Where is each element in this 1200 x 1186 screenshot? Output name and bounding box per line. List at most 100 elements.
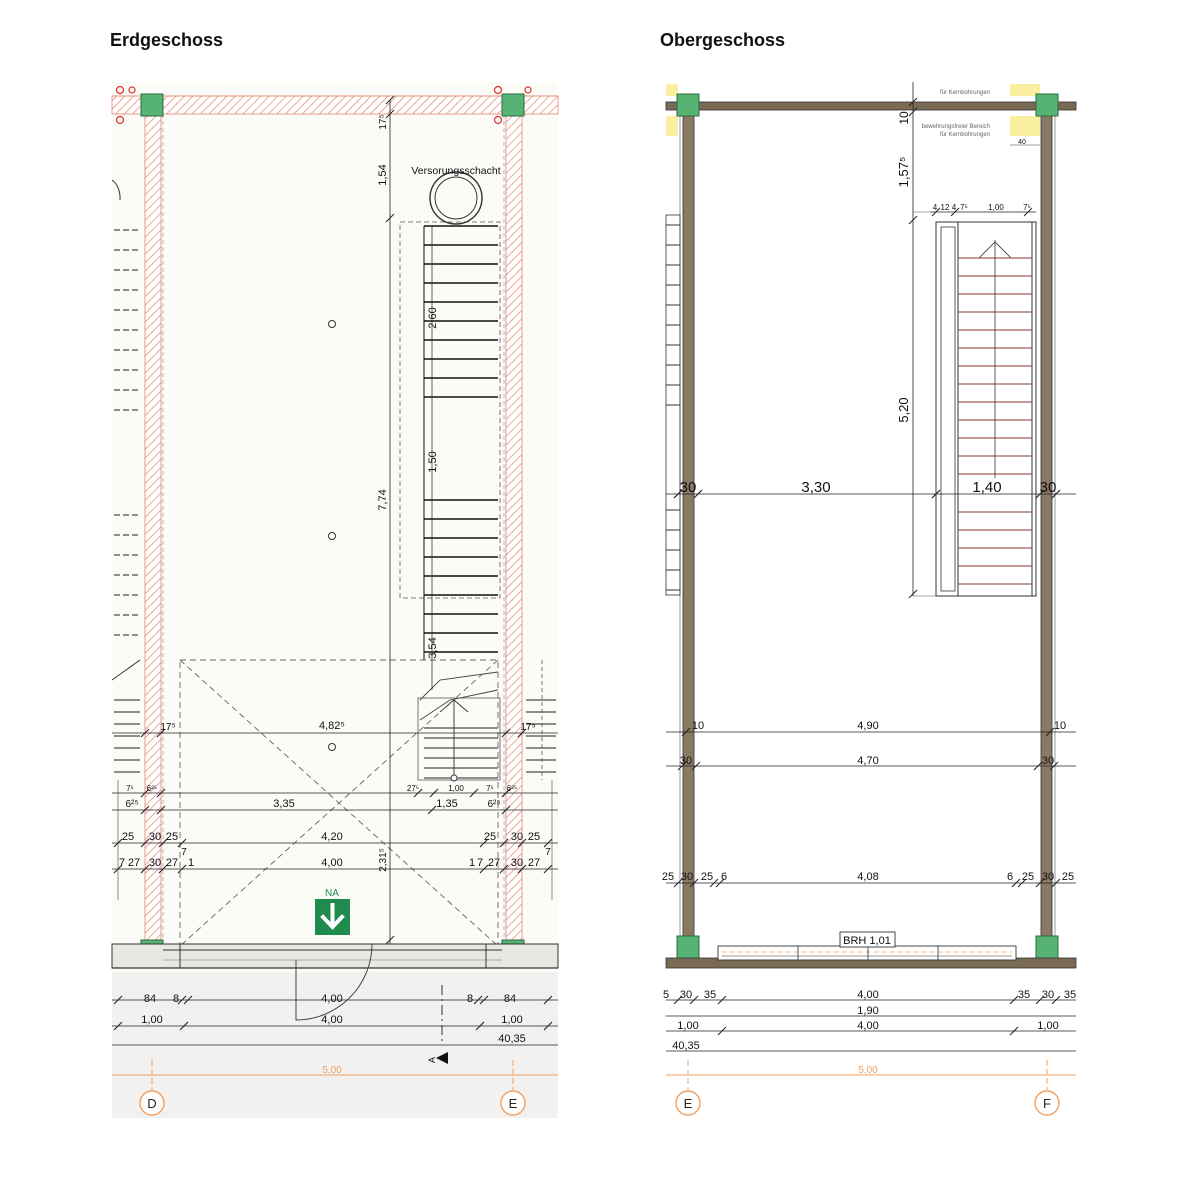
dim-label: 4,00 (321, 1014, 342, 1026)
dim-label: 1,00 (448, 784, 464, 793)
left-wall (682, 109, 695, 961)
column (676, 93, 700, 117)
window (717, 945, 1017, 961)
dim-label: 7,74 (377, 489, 389, 510)
axis-dim-label: 5,00 (858, 1065, 878, 1076)
upper-floor-plan: für Kernbohrungen bewehrungsfreier Berei… (662, 82, 1077, 1116)
ground-floor-title: Erdgeschoss (110, 30, 224, 50)
dim-label: 30 (681, 871, 693, 883)
dim-label: 30 (149, 831, 161, 843)
dim-label: 5 (663, 989, 669, 1001)
dim-label: 4,08 (857, 871, 878, 883)
dim-label: 4,20 (321, 831, 342, 843)
dim-label: 1,00 (141, 1014, 162, 1026)
dim-label: 25 (1062, 871, 1074, 883)
dim-label: 17⁵ (160, 722, 175, 733)
window-label: BRH 1,01 (843, 935, 891, 947)
section-marker-icon (436, 1052, 448, 1064)
dim-label: 84 (504, 993, 516, 1005)
stair-opening (935, 221, 1037, 597)
dim-label: 4,00 (857, 989, 878, 1001)
dim-label: 4,00 (857, 1020, 878, 1032)
dim-label: 4,00 (321, 993, 342, 1005)
dim-label: 30 (1042, 871, 1054, 883)
dim-label: 35 (704, 989, 716, 1001)
dim-label: 3,54 (427, 637, 439, 658)
dim-label: 25 (484, 831, 496, 843)
dim-label: 1 (188, 857, 194, 869)
dim-label: 6 (1007, 871, 1013, 883)
dim-label: 7 (181, 847, 187, 858)
window-label-box (839, 931, 896, 948)
dim-label: 30 (511, 831, 523, 843)
dim-label: 1,40 (972, 479, 1001, 496)
axis-marker (1034, 1090, 1060, 1116)
ground-floor-plan: Versorungsschacht 17⁵ 1,54 7,74 2,60 1,5… (111, 82, 559, 1118)
dim-label: 7 (119, 857, 125, 869)
dim-label: 1,00 (1037, 1020, 1058, 1032)
dim-label: 30 (1042, 989, 1054, 1001)
dim-label: 6²⁵ (507, 784, 517, 793)
dim-label: 25 (662, 871, 674, 883)
axis-marker (675, 1090, 701, 1116)
dim-label: 30 (149, 857, 161, 869)
column (1035, 93, 1059, 117)
dim-label: 1 (469, 857, 475, 869)
dim-label: 25 (1022, 871, 1034, 883)
dim-label: 40,35 (498, 1033, 526, 1045)
dim-label: 4,70 (857, 755, 878, 767)
dim-label: 1,57⁵ (896, 157, 911, 188)
dim-label: 6 (721, 871, 727, 883)
axis-marker (500, 1090, 526, 1116)
dim-label: 27⁵ (407, 784, 419, 793)
dim-label: 7⁵ (1023, 203, 1031, 212)
dim-label: 30 (511, 857, 523, 869)
dim-label: 17⁵ (378, 114, 389, 129)
dim-label: 30 (680, 989, 692, 1001)
dim-label: 25 (528, 831, 540, 843)
internal-stair (424, 225, 498, 653)
axis-marker (139, 1090, 165, 1116)
dim-label: 10 (692, 720, 704, 732)
dim-label: 30 (680, 479, 697, 496)
dim-label: 1,00 (677, 1020, 698, 1032)
axis-label: E (684, 1096, 693, 1111)
dim-label: 3,35 (273, 798, 294, 810)
shaft-label: Versorungsschacht (411, 165, 500, 177)
dim-label: 27 (166, 857, 178, 869)
dim-label: 1,00 (988, 203, 1004, 212)
dim-label: 30 (680, 755, 692, 767)
dim-label: 30 (1042, 755, 1054, 767)
stair-direction-icon (978, 241, 1012, 259)
dim-label: 8 (173, 993, 179, 1005)
right-wall (1040, 109, 1053, 961)
dim-label: 7 (545, 847, 551, 858)
dim-label: 84 (144, 993, 156, 1005)
dim-label: 7⁵ (486, 784, 494, 793)
dim-label: 7⁵ (960, 203, 968, 212)
dim-label: 40 (1018, 139, 1026, 146)
left-wall (144, 113, 162, 945)
dim-label: 35 (1064, 989, 1076, 1001)
note-label: für Kernbohrungen (940, 90, 990, 96)
dim-label: 12 (941, 203, 950, 212)
column (501, 93, 525, 117)
dim-label: 30 (1040, 479, 1057, 496)
dim-label: 3,30 (801, 479, 830, 496)
supply-shaft (429, 171, 483, 225)
dim-label: 27 (528, 857, 540, 869)
facade (111, 943, 559, 969)
dim-label: 6²⁵ (147, 784, 157, 793)
dim-label: 7 (477, 857, 483, 869)
dim-label: 25 (166, 831, 178, 843)
section-marker-label: A (427, 1057, 437, 1063)
dim-label: 4,82⁵ (319, 720, 345, 732)
dim-label: 2,60 (427, 307, 439, 328)
dim-label: 17⁵ (520, 722, 535, 733)
dim-label: 35 (1018, 989, 1030, 1001)
dim-label: 6²⁵ (487, 799, 500, 810)
dim-label: 1,35 (436, 798, 457, 810)
upper-floor-title: Obergeschoss (660, 30, 786, 50)
dim-label: 10 (897, 111, 911, 125)
